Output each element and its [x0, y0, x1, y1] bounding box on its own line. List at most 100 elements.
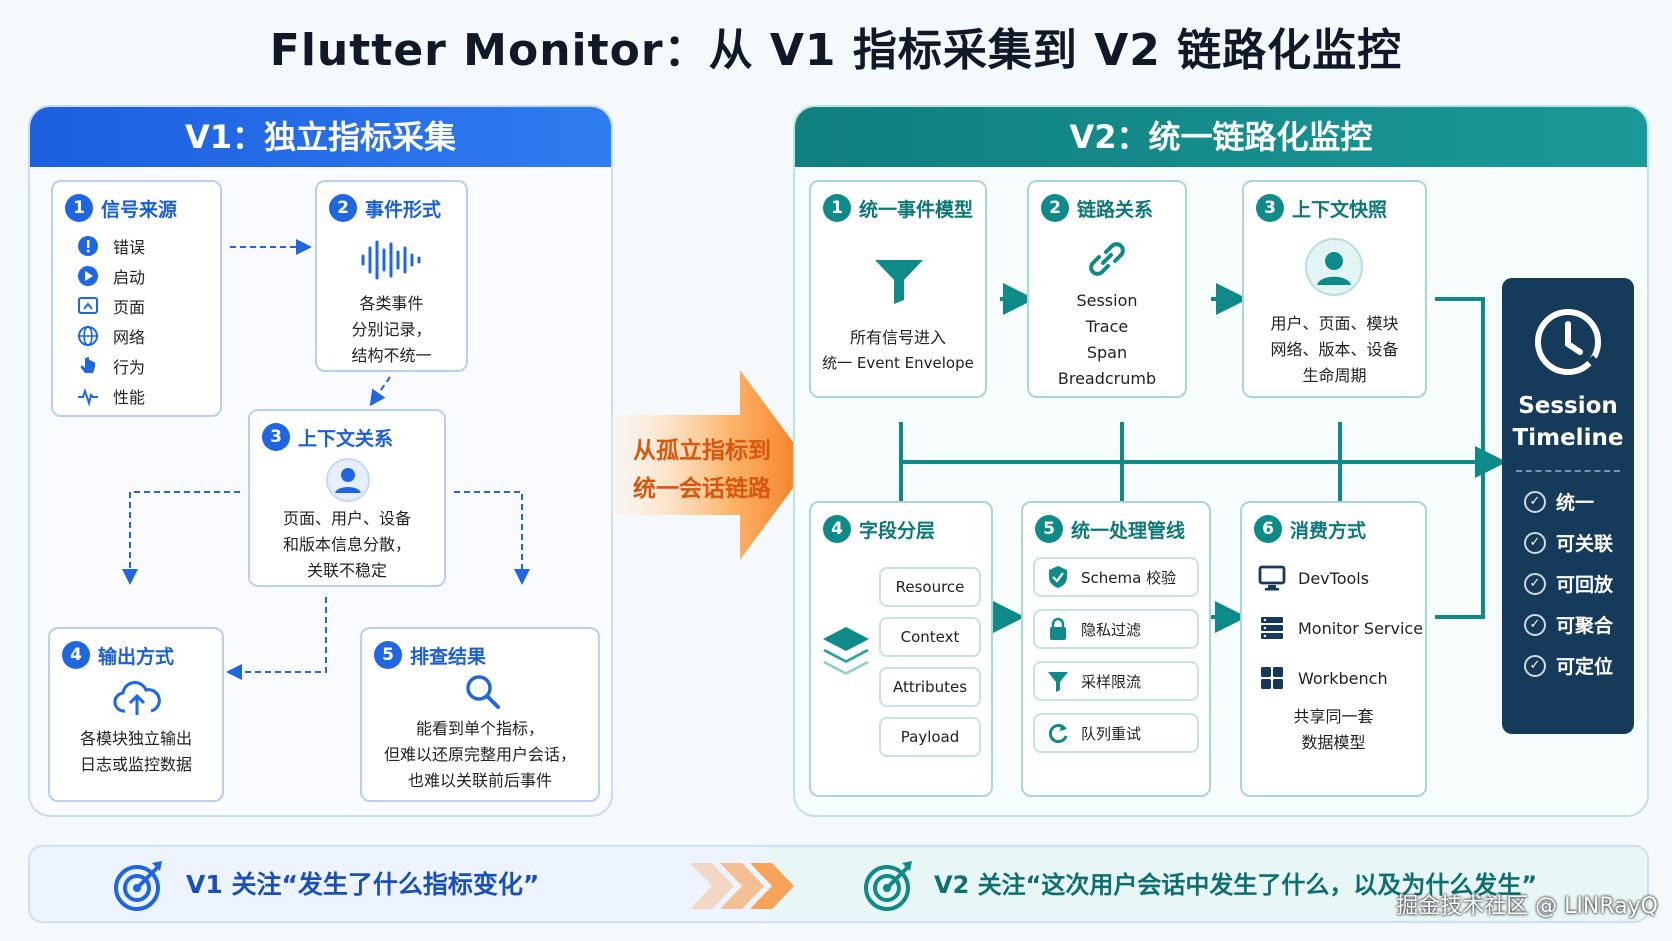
session-timeline-card: Session Timeline ✓ 统一 ✓ 可关联 ✓可回放 ✓ 可聚合 ✓ 可定位: [1502, 278, 1634, 734]
signal-label: 页面: [113, 298, 146, 317]
transition-arrow: [610, 370, 810, 560]
check-icon: ✓: [1524, 613, 1546, 636]
chevrons-icon: [690, 863, 794, 909]
step-number: 5: [1035, 515, 1063, 543]
step-number: 4: [62, 641, 90, 669]
pipeline-step: Schema 校验: [1033, 557, 1199, 597]
step-number: 1: [823, 194, 851, 222]
user-icon: [326, 458, 370, 502]
pipeline-step: 队列重试: [1033, 713, 1199, 753]
step-number: 6: [1254, 515, 1282, 543]
check-icon: ✓: [1524, 572, 1546, 595]
timeline-title: Session Timeline: [1502, 390, 1634, 454]
box-text: 和版本信息分散，: [282, 535, 411, 554]
box-title: 字段分层: [859, 519, 936, 542]
grid-icon: [1261, 667, 1283, 689]
box-text: 所有信号进入: [849, 328, 946, 347]
timeline-item: ✓可回放: [1524, 570, 1613, 597]
box-text: Session: [1076, 291, 1138, 310]
box-text: 关联不稳定: [306, 561, 387, 580]
timeline-item: ✓ 统一: [1524, 488, 1594, 515]
box-title: 输出方式: [98, 645, 175, 668]
timeline-divider: [1516, 470, 1620, 472]
field-pill: Context: [879, 617, 981, 657]
box-title: 排查结果: [410, 645, 487, 668]
box-text: 结构不统一: [351, 346, 432, 365]
box-text: 共享同一套: [1293, 707, 1374, 726]
timeline-item-label: 可定位: [1556, 656, 1614, 678]
box-text: Breadcrumb: [1057, 369, 1157, 388]
check-icon: ✓: [1524, 531, 1546, 554]
timeline-item-label: 可聚合: [1556, 615, 1614, 637]
box-text: Span: [1086, 343, 1128, 362]
box-title: 消费方式: [1290, 519, 1367, 542]
play-icon: [78, 266, 98, 286]
timeline-title-line: Session: [1518, 393, 1618, 419]
box-text: 网络、版本、设备: [1270, 340, 1399, 359]
v1-focus-text: V1 关注“发生了什么指标变化”: [186, 870, 540, 899]
watermark: 掘金技术社区 @ LINRayQ: [1396, 894, 1658, 919]
check-icon: ✓: [1524, 654, 1546, 677]
transition-line: 统一会话链路: [633, 476, 771, 502]
box-title: 链路关系: [1077, 198, 1154, 221]
field-pill: Resource: [879, 567, 981, 607]
consumer-item: Monitor Service: [1258, 615, 1423, 641]
box-text: 数据模型: [1301, 733, 1366, 752]
funnel-icon: [875, 260, 923, 304]
search-icon: [466, 675, 500, 709]
signal-label: 行为: [113, 358, 146, 377]
consumer-item: DevTools: [1258, 565, 1369, 591]
signal-item: 页面: [77, 294, 145, 318]
timeline-item-label: 可关联: [1556, 533, 1614, 555]
pipeline-step: 采样限流: [1033, 661, 1199, 701]
page-icon: [78, 297, 98, 314]
v1-header: V1：独立指标采集: [30, 107, 611, 167]
step-number: 2: [329, 194, 357, 222]
signal-item: 网络: [77, 324, 145, 348]
box-text: 能看到单个指标，: [415, 719, 544, 738]
transition-line: 从孤立指标到: [633, 438, 771, 464]
box-text: Trace: [1085, 317, 1129, 336]
signal-label: 性能: [113, 388, 146, 407]
pipeline-label: Schema 校验: [1081, 568, 1177, 587]
consumer-label: Workbench: [1298, 668, 1388, 688]
pipeline-label: 隐私过滤: [1081, 620, 1142, 639]
v2-consumer-box: 6 消费方式 DevTools Monitor Service Workbench…: [1240, 501, 1427, 797]
hand-icon: [80, 356, 95, 373]
layers-icon: [823, 627, 869, 675]
target-icon: [864, 861, 912, 911]
step-number: 3: [1256, 194, 1284, 222]
link-icon: [1089, 242, 1125, 276]
box-text: 但难以还原完整用户会话，: [383, 745, 576, 764]
retry-icon: [1048, 724, 1068, 743]
timeline-item: ✓ 可关联: [1524, 529, 1613, 556]
v2-header: V2：统一链路化监控: [795, 107, 1647, 167]
v2-focus-text: V2 关注“这次用户会话中发生了什么，以及为什么发生”: [934, 871, 1538, 899]
step-number: 5: [374, 641, 402, 669]
box-title: 统一处理管线: [1071, 519, 1186, 542]
timeline-item-label: 统一: [1556, 492, 1595, 514]
box-title: 事件形式: [365, 198, 442, 221]
box-text: 统一 Event Envelope: [822, 354, 974, 372]
box-title: 信号来源: [101, 198, 178, 221]
box-title: 上下文关系: [298, 427, 394, 450]
clock-icon: [1535, 309, 1601, 375]
box-text: 页面、用户、设备: [282, 509, 411, 528]
box-text: 用户、页面、模块: [1270, 314, 1399, 333]
cloud-upload-icon: [113, 681, 161, 715]
box-text: 分别记录，: [351, 320, 432, 339]
pulse-icon: [78, 387, 98, 407]
consumer-item: Workbench: [1258, 665, 1388, 691]
check-icon: ✓: [1524, 490, 1546, 513]
signal-item: 错误: [77, 234, 145, 258]
consumer-label: DevTools: [1298, 568, 1370, 588]
lock-icon: [1050, 617, 1066, 640]
